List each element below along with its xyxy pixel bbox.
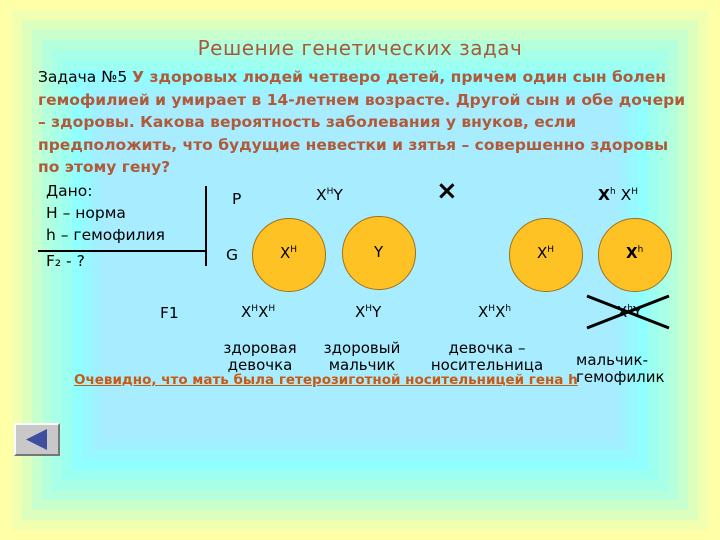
offspring-genotype: XHY: [355, 303, 382, 321]
gamete-circle: [342, 216, 416, 290]
given-heading: Дано:: [46, 182, 93, 200]
row-label-f1: F1: [160, 304, 179, 322]
task-number: Задача №5: [38, 68, 128, 86]
gamete-label: Xh: [626, 244, 644, 262]
given-underline: [38, 250, 206, 252]
offspring-description: мальчик-гемофилик: [576, 351, 665, 386]
crossed-out-icon: [586, 294, 670, 330]
given-question: F₂ - ?: [46, 252, 85, 270]
gamete-circle: [509, 218, 583, 292]
page-title: Решение генетических задач: [197, 36, 523, 60]
task-statement: Задача №5 У здоровых людей четверо детей…: [38, 66, 688, 179]
given-divider: [205, 186, 207, 266]
gamete-label: Y: [374, 243, 384, 261]
gamete-circle: [252, 218, 326, 292]
gamete-label: XH: [537, 244, 555, 262]
offspring-genotype: XHXH: [241, 303, 276, 321]
given-block: Дано: H – норма h – гемофилия: [46, 180, 165, 246]
offspring-description: здоровая девочка: [223, 339, 297, 374]
row-label-gametes: G: [226, 246, 239, 264]
offspring-description: здоровый мальчик: [323, 339, 401, 374]
back-button[interactable]: [14, 423, 60, 456]
mother-genotype: Xh XH: [598, 186, 639, 204]
given-line-normal: H – норма: [46, 204, 126, 222]
offspring-description: девочка – носительница: [430, 339, 544, 374]
offspring-genotype: XHXh: [478, 303, 512, 321]
offspring-genotype: XhY: [617, 303, 643, 321]
gamete-circle: [598, 218, 672, 292]
triangle-left-icon: [26, 429, 47, 450]
gamete-label: XH: [280, 244, 298, 262]
father-genotype: XHY: [316, 186, 343, 204]
conclusion-text: Очевидно, что мать была гетерозиготной н…: [74, 372, 578, 388]
row-label-parents: P: [232, 190, 242, 208]
cross-symbol: ×: [436, 176, 458, 206]
task-text: У здоровых людей четверо детей, причем о…: [38, 68, 686, 176]
given-line-disease: h – гемофилия: [46, 226, 165, 244]
